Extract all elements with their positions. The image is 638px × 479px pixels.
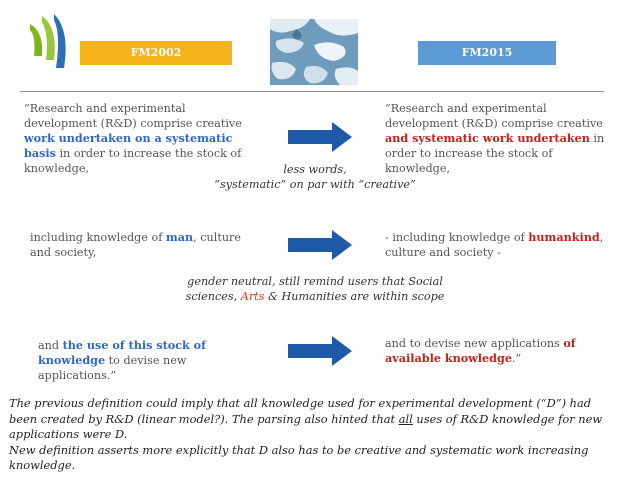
- highlight-text: man: [165, 230, 194, 244]
- explanation-line: applications were D.: [9, 427, 128, 441]
- arrow-right-icon: [288, 336, 352, 370]
- note-line: less words,: [283, 163, 347, 176]
- explanation-line: been created by R&D (linear model?). The…: [9, 412, 633, 428]
- arrow-right-icon: [288, 230, 352, 264]
- note-line: sciences, Arts & Humanities are within s…: [160, 289, 470, 304]
- explanation-paragraph: The previous definition could imply that…: [9, 396, 633, 474]
- fm2015-tag: FM2015: [418, 41, 556, 65]
- text: been created by R&D (linear model?). The…: [9, 411, 399, 426]
- note-line: gender neutral, still remind users that …: [187, 275, 443, 288]
- highlight-text: and systematic work undertaken: [385, 131, 590, 145]
- arts-text: Arts: [240, 290, 265, 303]
- fm2002-definition-part-1: “Research and experimental development (…: [24, 101, 258, 176]
- text: “Research and experimental development (…: [24, 102, 242, 130]
- text: and to devise new applications: [385, 337, 564, 350]
- explanation-line: The previous definition could imply that…: [9, 396, 592, 410]
- text: - including knowledge of: [385, 231, 529, 244]
- highlight-text: of available knowledge: [385, 336, 576, 365]
- text: and: [38, 339, 63, 352]
- fm2015-definition-part-2: - including knowledge of humankind, cult…: [385, 230, 617, 260]
- fm2002-tag: FM2002: [80, 41, 232, 65]
- text: in order to increase the stock of knowle…: [385, 132, 605, 175]
- note-line: “systematic” on par with “creative”: [214, 178, 416, 191]
- text: sciences,: [185, 290, 241, 303]
- explanation-line: New definition asserts more explicitly t…: [9, 442, 589, 457]
- change-note-2: gender neutral, still remind users that …: [160, 274, 470, 304]
- arrow-right-icon: [288, 122, 352, 156]
- highlight-text: the use of this stock of knowledge: [38, 338, 206, 367]
- text: , culture and society,: [30, 231, 241, 259]
- text: “Research and experimental development (…: [385, 102, 603, 130]
- arctic-sea-ice-image: [270, 19, 358, 85]
- header-divider: [20, 91, 604, 92]
- text: to devise new applications.”: [38, 354, 187, 382]
- text: in order to increase the stock of knowle…: [24, 147, 242, 175]
- change-note-1: less words, “systematic” on par with “cr…: [160, 162, 470, 192]
- underlined-text: all: [398, 411, 413, 426]
- text: including knowledge of: [30, 231, 166, 244]
- text: & Humanities are within scope: [264, 290, 445, 303]
- text: uses of R&D knowledge for new: [412, 411, 603, 426]
- fm2015-definition-part-1: “Research and experimental development (…: [385, 101, 619, 176]
- text: , culture and society -: [385, 231, 604, 259]
- fm2002-definition-part-2: including knowledge of man, culture and …: [30, 230, 260, 260]
- oecd-logo: [30, 12, 72, 72]
- fm2002-definition-part-3: and the use of this stock of knowledge t…: [38, 338, 218, 383]
- text: .”: [511, 352, 522, 365]
- fm2002-label: FM2002: [130, 46, 182, 59]
- explanation-line: knowledge.: [9, 458, 76, 472]
- highlight-text: work undertaken on a systematic basis: [24, 131, 233, 160]
- highlight-text: humankind: [528, 230, 600, 244]
- fm2015-definition-part-3: and to devise new applications of availa…: [385, 336, 585, 366]
- fm2015-label: FM2015: [461, 46, 513, 59]
